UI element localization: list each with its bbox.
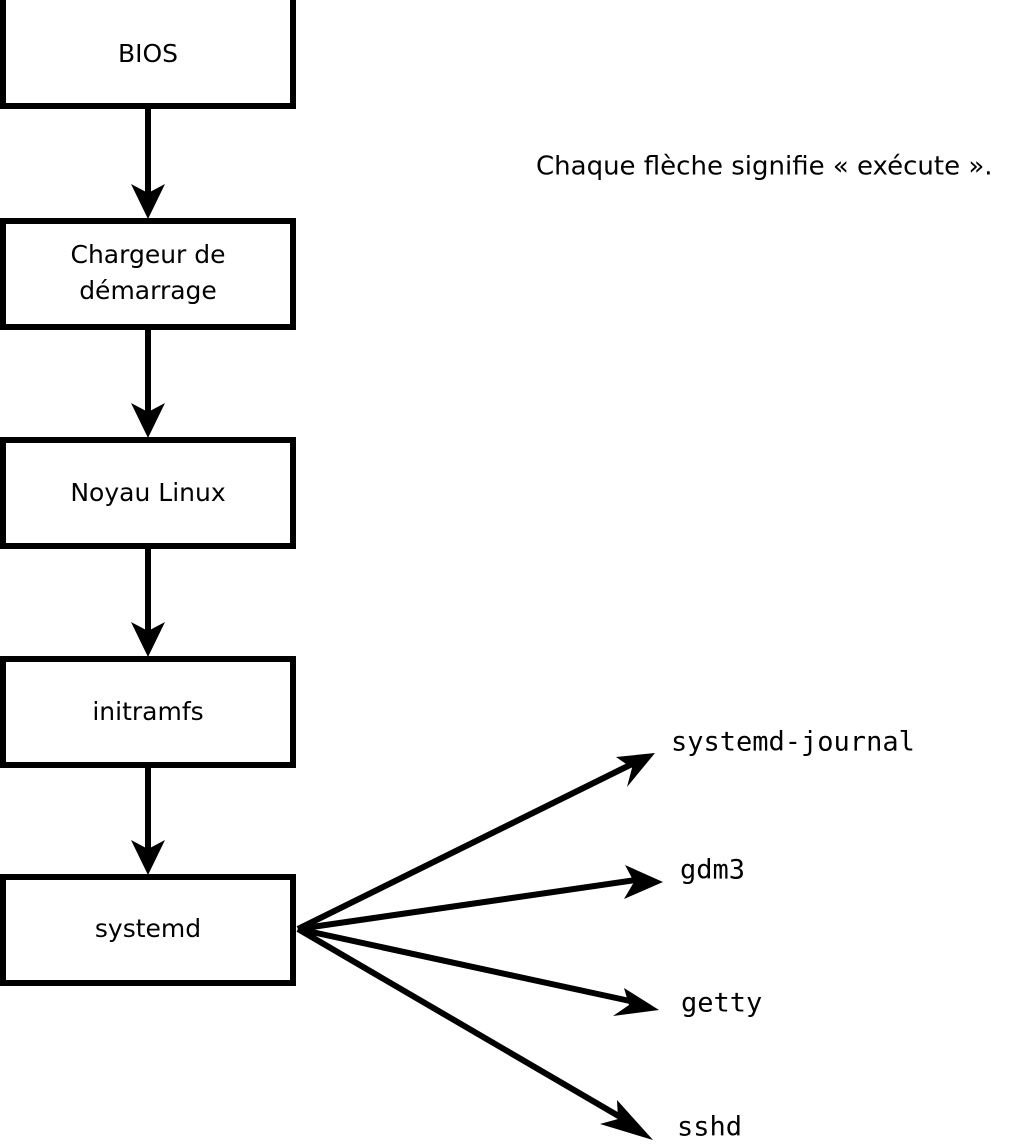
arrow-head-icon (600, 1100, 653, 1140)
service-label-gdm3: gdm3 (680, 855, 745, 886)
process-box-systemd[interactable]: systemd (0, 874, 296, 986)
service-label-sshd: sshd (677, 1112, 742, 1143)
chain-edge-initramfs-to-systemd (131, 765, 165, 875)
fan-edge-systemd-to-gdm3 (297, 865, 663, 932)
chain-edge-kernel-to-initramfs (131, 546, 165, 657)
process-box-systemd-label: systemd (95, 914, 201, 943)
process-box-bios-label: BIOS (118, 39, 178, 68)
service-label-systemd-journal: systemd-journal (671, 727, 915, 758)
arrow-head-icon (616, 753, 655, 787)
arrow-head-icon (624, 865, 663, 899)
fan-edge-systemd-to-sshd (296, 926, 653, 1140)
process-box-bootloader-label-line2: démarrage (79, 276, 217, 305)
arrow-head-icon (131, 184, 165, 219)
process-box-kernel-label: Noyau Linux (70, 478, 225, 507)
fan-edge-systemd-to-getty (297, 926, 659, 1016)
process-box-bootloader[interactable]: Chargeur de démarrage (0, 218, 296, 330)
arrow-head-icon (131, 840, 165, 875)
fan-edge-systemd-to-systemd-journal (296, 753, 655, 932)
process-box-kernel[interactable]: Noyau Linux (0, 437, 296, 549)
chain-edge-bios-to-bootloader (131, 104, 165, 219)
process-box-initramfs[interactable]: initramfs (0, 656, 296, 768)
chain-edge-bootloader-to-kernel (131, 327, 165, 438)
arrow-head-icon (613, 988, 659, 1016)
process-box-initramfs-label: initramfs (92, 697, 203, 726)
service-label-getty: getty (681, 988, 762, 1019)
arrow-head-icon (131, 622, 165, 657)
process-box-bios[interactable]: BIOS (0, 0, 296, 109)
legend-note: Chaque flèche signifie « exécute ». (536, 152, 993, 182)
arrow-head-icon (131, 403, 165, 438)
process-box-bootloader-label-line1: Chargeur de (70, 240, 225, 269)
